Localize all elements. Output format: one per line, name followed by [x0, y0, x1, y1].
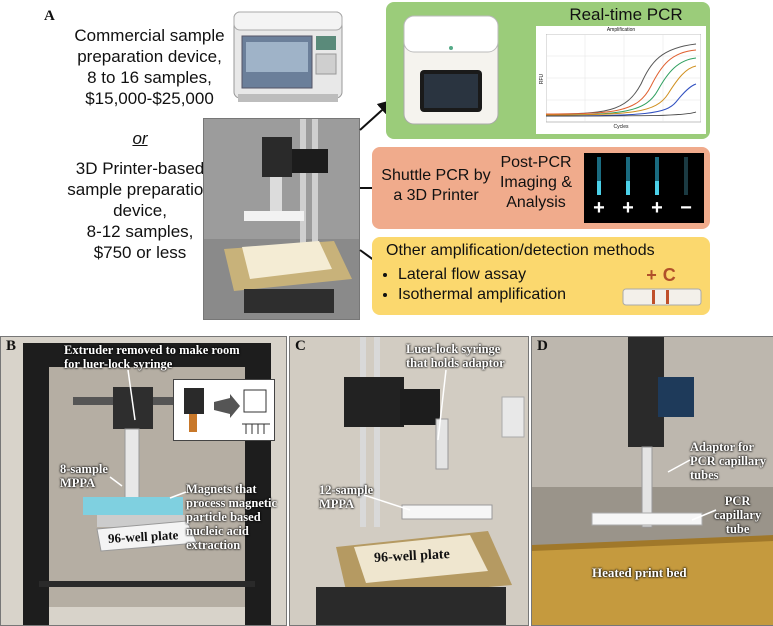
other-methods-title: Other amplification/detection methods	[386, 242, 655, 259]
capillary-tube-label: PCR capillary tube	[714, 494, 762, 536]
capillary-image: + + + −	[584, 153, 704, 223]
mppa-8-label: 8-sample MPPA	[60, 462, 108, 490]
commercial-device-text: Commercial sample preparation device, 8 …	[74, 26, 225, 108]
panel-b-inset	[173, 379, 275, 441]
shuttle-pcr-box: Shuttle PCR by a 3D Printer Post-PCR Ima…	[372, 147, 710, 229]
panel-b-letter: B	[6, 338, 17, 354]
real-time-pcr-title: Real-time PCR	[569, 5, 683, 24]
or-text: or	[132, 129, 148, 148]
pcr-machine-photo	[396, 10, 506, 130]
lateral-flow-strip: +C	[622, 265, 702, 309]
shuttle-pcr-text: Shuttle PCR by a 3D Printer	[381, 167, 491, 204]
method-lateral-flow: Lateral flow assay	[398, 265, 596, 285]
panel-a-letter: A	[44, 8, 55, 24]
commercial-device-photo	[228, 2, 348, 106]
adaptor-label: Adaptor for PCR capillary tubes	[690, 440, 767, 482]
magnets-label: Magnets that process magnetic particle b…	[186, 482, 278, 552]
panel-c-photo	[289, 336, 529, 626]
method-isothermal: Isothermal amplification	[398, 285, 596, 305]
panel-d-photo	[531, 336, 773, 626]
panel-d-letter: D	[537, 338, 548, 354]
sign-positive-2: +	[622, 197, 634, 219]
printer-device-text: 3D Printer-based sample preparation devi…	[67, 159, 213, 262]
sign-negative: −	[680, 197, 692, 219]
panel-c-letter: C	[295, 338, 306, 354]
other-methods-list: Lateral flow assay Isothermal amplificat…	[376, 265, 596, 305]
printer-device-photo	[203, 118, 360, 320]
panel-b-photo	[0, 336, 287, 626]
strip-label: +C	[646, 265, 682, 285]
heated-bed-label: Heated print bed	[592, 565, 687, 580]
extruder-label: Extruder removed to make room for luer-l…	[64, 343, 240, 371]
plot-title: Amplification	[606, 27, 636, 33]
amplification-plot: Amplification Cycles RFU	[536, 26, 706, 134]
sign-positive-3: +	[651, 197, 663, 219]
sign-positive-1: +	[593, 197, 605, 219]
syringe-label: Luer-lock syringe that holds adaptor	[406, 342, 505, 370]
other-methods-box: Other amplification/detection methods La…	[372, 237, 710, 315]
plot-xlabel: Cycles	[613, 124, 629, 130]
mppa-12-label: 12-sample MPPA	[319, 483, 374, 511]
real-time-pcr-box: Real-time PCR Amplification Cycles RFU	[386, 2, 710, 139]
post-pcr-text: Post-PCR Imaging & Analysis	[499, 154, 573, 211]
